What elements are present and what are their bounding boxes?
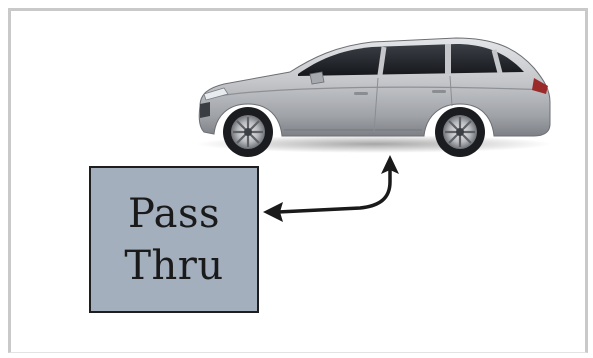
- pass-thru-label-line-2: Thru: [124, 242, 224, 289]
- pass-thru-box: Pass Thru: [89, 166, 259, 313]
- car-image: [196, 37, 552, 157]
- pass-thru-label-line-1: Pass: [127, 190, 221, 237]
